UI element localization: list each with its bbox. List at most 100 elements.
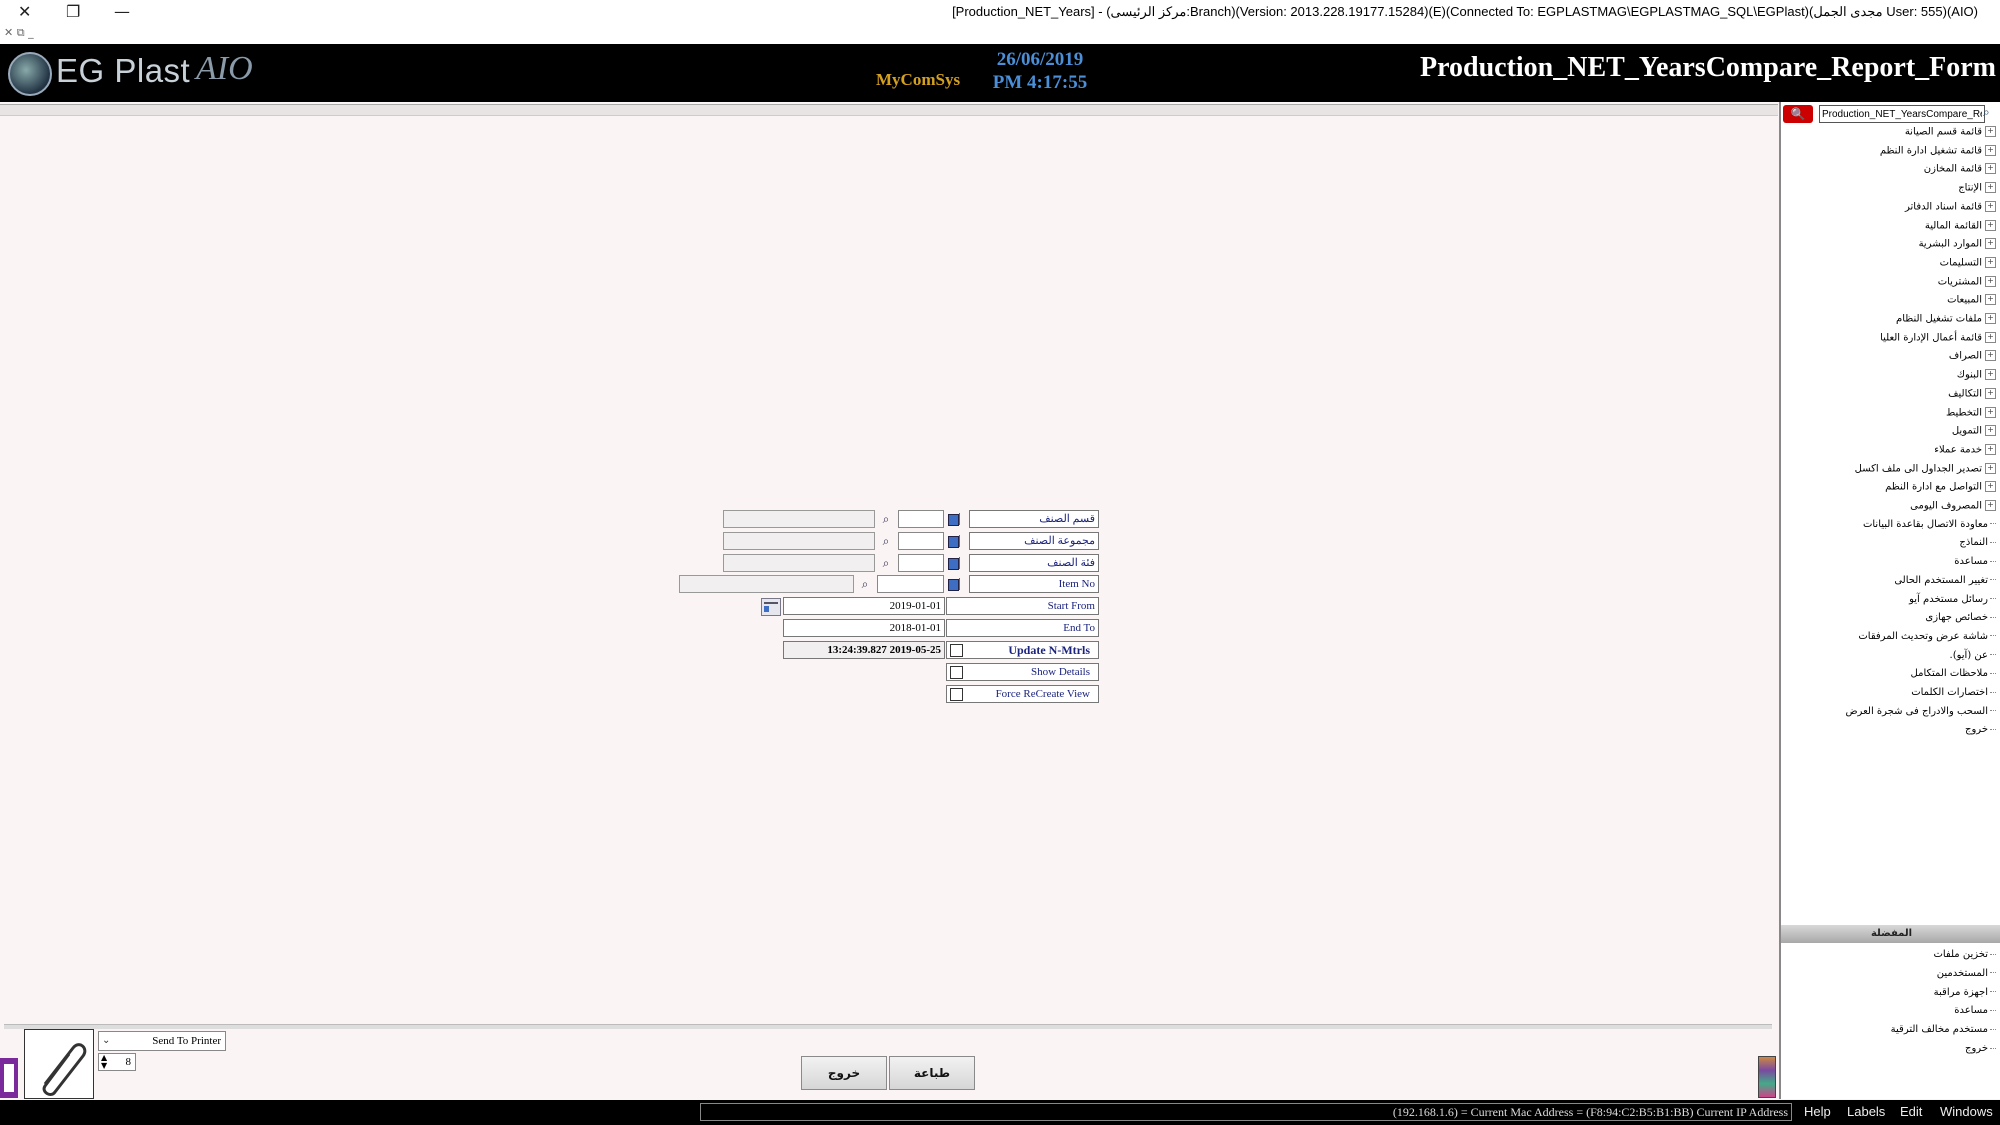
expand-icon[interactable]: + bbox=[1985, 238, 1996, 250]
search-button[interactable]: 🔍 bbox=[1783, 105, 1813, 123]
tree-item[interactable]: +المبيعات bbox=[1947, 294, 1996, 312]
calendar-icon[interactable] bbox=[761, 598, 781, 616]
lookup-list-icon[interactable] bbox=[946, 575, 962, 593]
send-to-select[interactable]: ⌄ Send To Printer bbox=[98, 1031, 226, 1051]
tree-item[interactable]: +الإنتاج bbox=[1958, 182, 1996, 200]
favorite-item-label: خروج bbox=[1965, 1043, 1988, 1054]
show-details-checkbox[interactable] bbox=[950, 666, 963, 679]
search-icon[interactable]: ⌕ bbox=[861, 577, 869, 591]
tree-item[interactable]: مساعدة bbox=[1954, 556, 1996, 574]
search-icon[interactable]: ⌕ bbox=[882, 556, 890, 570]
tree-item[interactable]: +ملفات تشغيل النظام bbox=[1896, 313, 1996, 331]
tree-item[interactable]: النماذج bbox=[1959, 537, 1996, 555]
restore-icon[interactable]: ❐ bbox=[66, 2, 81, 21]
expand-icon[interactable]: + bbox=[1985, 256, 1996, 268]
minimize-icon[interactable]: — bbox=[114, 2, 130, 21]
favorite-item[interactable]: مساعدة bbox=[1954, 1005, 1996, 1023]
force-recreate-checkbox[interactable] bbox=[950, 688, 963, 701]
field-code-input[interactable] bbox=[898, 554, 944, 572]
print-button[interactable]: طباعة bbox=[889, 1056, 975, 1090]
favorite-item[interactable]: اجهزة مراقبة bbox=[1934, 987, 1996, 1005]
expand-icon[interactable]: + bbox=[1985, 313, 1996, 324]
copies-stepper[interactable]: ▲▼ 8 bbox=[98, 1053, 136, 1071]
close-icon[interactable]: ✕ bbox=[18, 2, 32, 21]
tree-item[interactable]: +القائمة المالية bbox=[1925, 219, 1996, 238]
expand-icon[interactable]: + bbox=[1985, 275, 1996, 287]
exit-button[interactable]: خروج bbox=[801, 1056, 887, 1090]
expand-icon[interactable]: + bbox=[1985, 200, 1996, 212]
attachment-button[interactable] bbox=[24, 1029, 94, 1099]
stepper-arrows-icon[interactable]: ▲▼ bbox=[101, 1053, 108, 1070]
expand-icon[interactable]: + bbox=[1985, 182, 1996, 194]
tree-item[interactable]: +المصروف اليومى bbox=[1910, 500, 1996, 518]
tree-item[interactable]: تغيير المستخدم الحالى bbox=[1894, 575, 1996, 593]
tree-item-label: قائمة اسناد الدفاتر bbox=[1905, 201, 1982, 213]
expand-icon[interactable]: + bbox=[1985, 406, 1996, 418]
field-code-input[interactable] bbox=[877, 575, 944, 593]
lookup-list-icon[interactable] bbox=[946, 532, 962, 550]
tree-item[interactable]: عن (آيو). bbox=[1950, 650, 1996, 668]
favorite-item[interactable]: خروج bbox=[1965, 1043, 1996, 1061]
expand-icon[interactable]: + bbox=[1985, 462, 1996, 474]
tree-item[interactable]: +التخطيط bbox=[1946, 406, 1996, 425]
mdi-controls[interactable]: ✕ ⧉ _ bbox=[4, 26, 34, 39]
expand-icon[interactable]: + bbox=[1985, 369, 1996, 381]
tree-item[interactable]: اختصارات الكلمات bbox=[1911, 687, 1996, 705]
lookup-list-icon[interactable] bbox=[946, 554, 962, 572]
expand-icon[interactable]: + bbox=[1985, 425, 1996, 437]
search-icon[interactable]: ⌕ bbox=[1983, 105, 1990, 119]
expand-icon[interactable]: + bbox=[1985, 219, 1996, 231]
tree-connector bbox=[1990, 991, 1996, 993]
search-icon[interactable]: ⌕ bbox=[882, 512, 890, 526]
menu-windows[interactable]: Windows bbox=[1940, 1104, 1993, 1119]
tree-item[interactable]: +التمويل bbox=[1952, 425, 1996, 443]
expand-icon[interactable]: + bbox=[1985, 144, 1996, 156]
tree-item[interactable]: شاشة عرض وتحديث المرفقات bbox=[1858, 631, 1996, 649]
favorite-item[interactable]: المستخدمين bbox=[1937, 968, 1996, 986]
update-nmtrls-checkbox[interactable] bbox=[950, 644, 963, 657]
tree-item[interactable]: +تصدير الجداول الى ملف اكسل bbox=[1855, 462, 1996, 481]
expand-icon[interactable]: + bbox=[1985, 481, 1996, 493]
expand-icon[interactable]: + bbox=[1985, 387, 1996, 399]
menu-edit[interactable]: Edit bbox=[1900, 1104, 1923, 1119]
menu-labels[interactable]: Labels bbox=[1847, 1104, 1886, 1119]
expand-icon[interactable]: + bbox=[1985, 443, 1996, 455]
color-swatch-icon[interactable] bbox=[1758, 1056, 1776, 1098]
tree-item[interactable]: +خدمة عملاء bbox=[1934, 443, 1996, 462]
tree-item[interactable]: +الموارد البشرية bbox=[1919, 238, 1996, 256]
expand-icon[interactable]: + bbox=[1985, 500, 1996, 511]
expand-icon[interactable]: + bbox=[1985, 331, 1996, 343]
tree-item[interactable]: +التكاليف bbox=[1948, 387, 1996, 406]
field-code-input[interactable] bbox=[898, 532, 944, 550]
tree-item[interactable]: +قائمة تشغيل ادارة النظم bbox=[1880, 144, 1996, 163]
menu-help[interactable]: Help bbox=[1804, 1104, 1831, 1119]
start-from-input[interactable]: 2019-01-01 bbox=[783, 597, 945, 615]
tree-item[interactable]: +قائمة المخازن bbox=[1924, 163, 1996, 181]
tree-item[interactable]: +البنوك bbox=[1957, 369, 1996, 387]
end-to-input[interactable]: 2018-01-01 bbox=[783, 619, 945, 637]
favorite-item[interactable]: مستخدم مخالف الترقية bbox=[1891, 1024, 1996, 1042]
lookup-list-icon[interactable] bbox=[946, 510, 962, 528]
tree-item[interactable]: +الصراف bbox=[1949, 350, 1996, 368]
field-code-input[interactable] bbox=[898, 510, 944, 528]
tree-item[interactable]: +التواصل مع ادارة النظم bbox=[1885, 481, 1996, 499]
tree-item[interactable]: خروج bbox=[1965, 724, 1996, 742]
tree-search-input[interactable] bbox=[1819, 105, 1985, 123]
tree-item[interactable]: ملاحظات المتكامل bbox=[1911, 668, 1996, 686]
chevron-down-icon[interactable]: ⌄ bbox=[102, 1035, 111, 1046]
tree-item[interactable]: +قائمة قسم الصيانة bbox=[1905, 126, 1996, 144]
expand-icon[interactable]: + bbox=[1985, 163, 1996, 175]
tree-item[interactable]: +قائمة اسناد الدفاتر bbox=[1905, 200, 1996, 219]
expand-icon[interactable]: + bbox=[1985, 350, 1996, 362]
tree-item[interactable]: +قائمة أعمال الإدارة العليا bbox=[1880, 331, 1996, 350]
tree-item[interactable]: معاودة الاتصال بقاعدة البيانات bbox=[1863, 519, 1996, 537]
expand-icon[interactable]: + bbox=[1985, 126, 1996, 137]
tree-item[interactable]: خصائص جهازى bbox=[1925, 612, 1996, 630]
search-icon[interactable]: ⌕ bbox=[882, 534, 890, 548]
expand-icon[interactable]: + bbox=[1985, 294, 1996, 306]
tree-item[interactable]: رسائل مستخدم آيو bbox=[1909, 594, 1996, 612]
tree-item[interactable]: +المشتريات bbox=[1938, 275, 1996, 294]
tree-item[interactable]: +التسليمات bbox=[1940, 256, 1996, 275]
favorite-item[interactable]: تخزين ملفات bbox=[1933, 949, 1996, 967]
tree-item[interactable]: السحب والادراج فى شجرة العرض bbox=[1845, 706, 1996, 724]
